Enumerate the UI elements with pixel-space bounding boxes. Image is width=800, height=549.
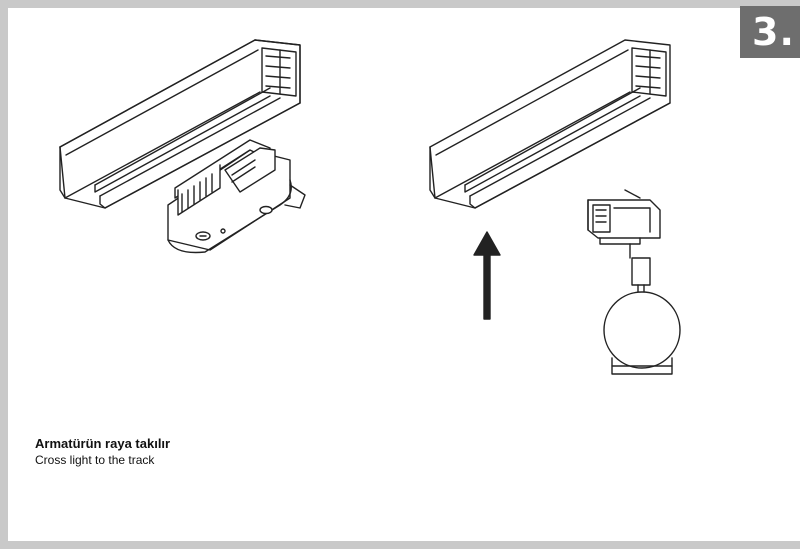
instruction-caption: Armatürün raya takılır Cross light to th… [35,436,170,468]
up-arrow-icon [473,231,501,320]
caption-title: Armatürün raya takılır [35,436,171,451]
step-number-badge: 3. [740,6,800,58]
pendant-lamp [587,189,681,375]
track-adapter [167,139,306,254]
caption-subtitle: Cross light to the track [35,453,155,467]
track-rail-right [429,39,671,209]
track-rail-left [59,39,301,209]
